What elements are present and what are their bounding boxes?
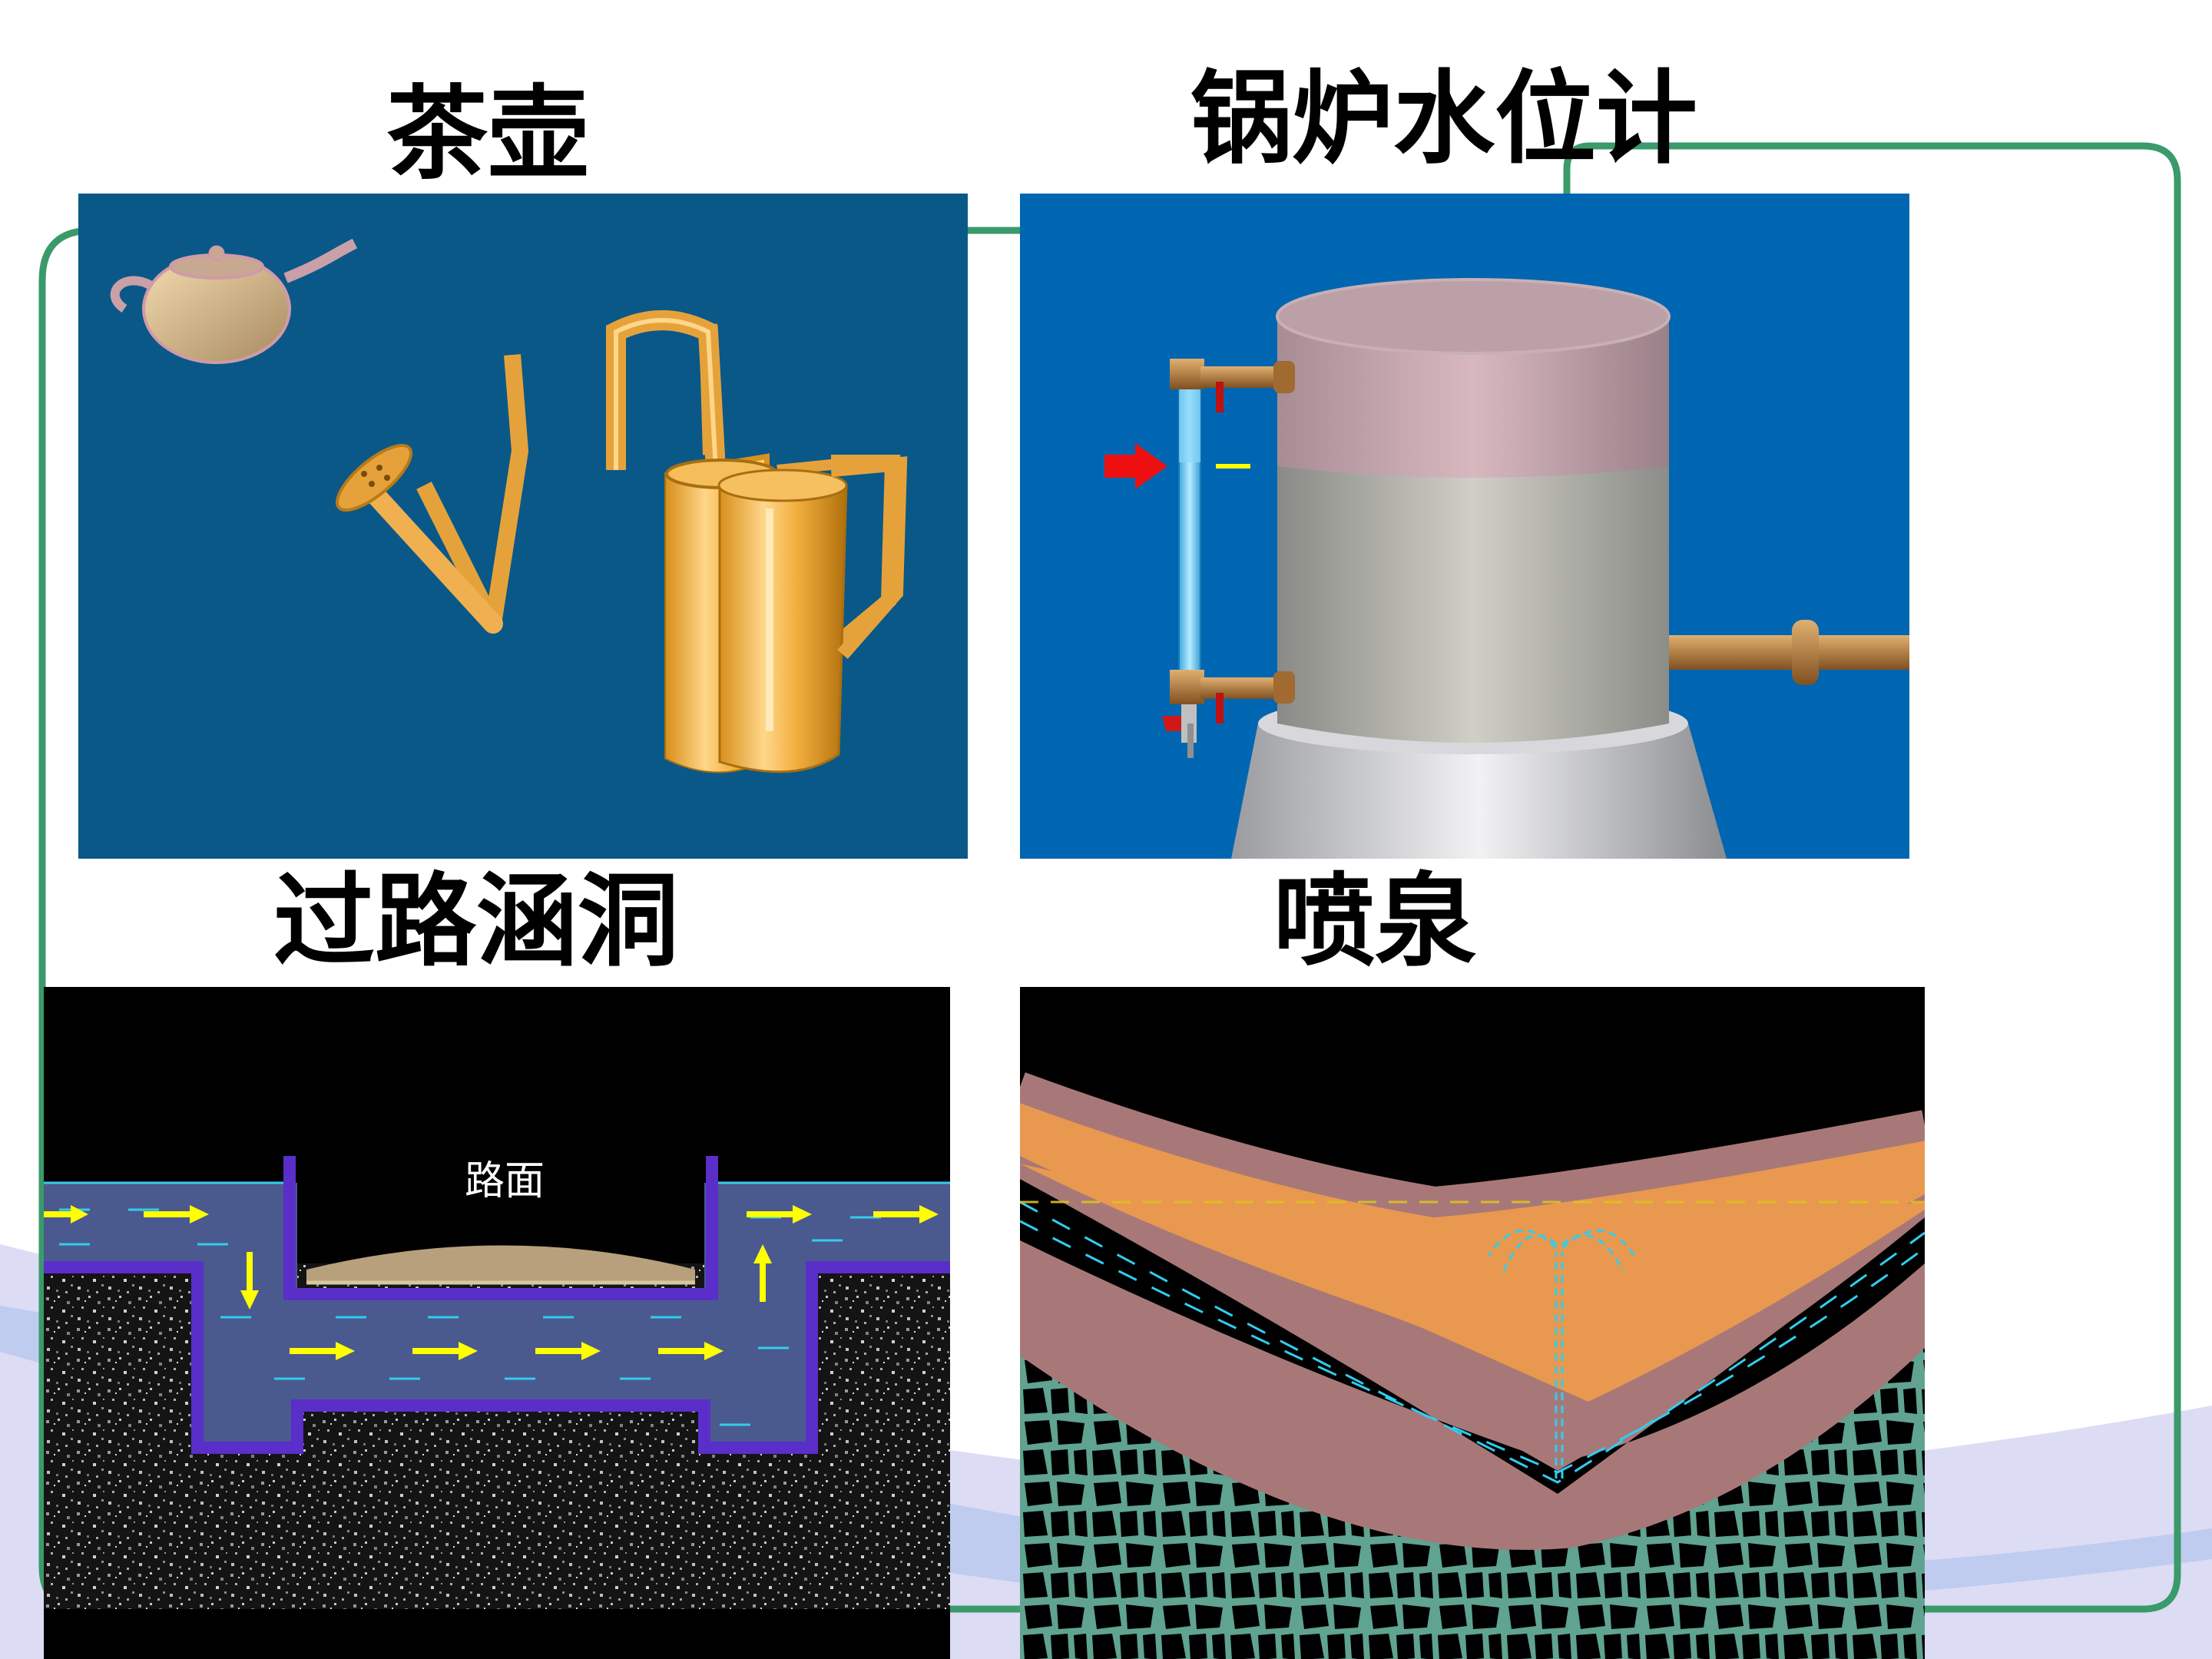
culvert-image: 路面 bbox=[44, 987, 950, 1659]
road-label: 路面 bbox=[465, 1158, 545, 1204]
title-culvert: 过路涵洞 bbox=[273, 863, 679, 981]
watering-can-icon bbox=[335, 310, 908, 773]
boiler-gauge-image bbox=[1020, 194, 1909, 859]
level-arrow-icon bbox=[1104, 443, 1167, 489]
title-fountain: 喷泉 bbox=[1273, 863, 1476, 981]
teapot-image bbox=[78, 194, 968, 859]
flow-arrows bbox=[44, 1205, 939, 1360]
fountain-jet-icon bbox=[1487, 1229, 1636, 1479]
title-teapot: 茶壶 bbox=[386, 75, 589, 194]
fountain-image bbox=[1020, 987, 1925, 1659]
title-boiler-gauge: 锅炉水位计 bbox=[1190, 60, 1697, 178]
teapot-icon bbox=[110, 238, 358, 364]
